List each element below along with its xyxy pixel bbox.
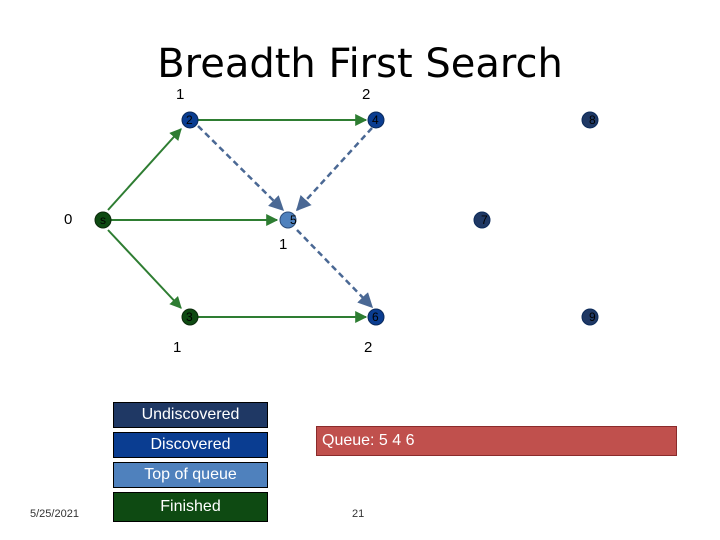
distance-label-2: 1 xyxy=(176,86,185,103)
node-6-label: 6 xyxy=(372,310,379,324)
node-2-label: 2 xyxy=(186,113,193,127)
node-6-circle xyxy=(367,308,385,326)
node-2-circle xyxy=(181,111,199,129)
graph-edge-5-6 xyxy=(296,229,374,309)
node-4: 4 xyxy=(367,111,385,129)
node-3-label: 3 xyxy=(186,310,193,324)
node-3: 3 xyxy=(181,308,199,326)
node-2: 2 xyxy=(181,111,199,129)
node-9: 9 xyxy=(581,308,599,326)
legend-finished: Finished xyxy=(113,492,268,522)
node-7-label: 7 xyxy=(481,213,488,227)
graph-edge-2-5 xyxy=(197,125,285,212)
graph-edge-4-5 xyxy=(295,127,373,212)
node-9-label: 9 xyxy=(589,310,596,324)
distance-label-4: 2 xyxy=(362,86,371,103)
node-5-circle xyxy=(279,211,297,229)
node-8: 8 xyxy=(581,111,599,129)
node-s-label: s xyxy=(100,213,106,227)
slide-number: 21 xyxy=(352,508,365,520)
distance-label-3: 1 xyxy=(173,339,182,356)
node-4-label: 4 xyxy=(372,113,379,127)
legend-discovered: Discovered xyxy=(113,432,268,458)
tree-edge-s-2 xyxy=(107,128,182,211)
queue-box: Queue: 5 4 6 xyxy=(316,426,677,456)
distance-label-5: 1 xyxy=(279,236,288,253)
node-5: 5 xyxy=(279,211,297,229)
node-s: s xyxy=(94,211,112,229)
node-8-label: 8 xyxy=(589,113,596,127)
node-7-circle xyxy=(473,211,491,229)
node-s-circle xyxy=(94,211,112,229)
node-3-circle xyxy=(181,308,199,326)
node-8-circle xyxy=(581,111,599,129)
distance-label-6: 2 xyxy=(364,339,373,356)
slide-title: Breadth First Search xyxy=(157,41,563,87)
tree-edge-s-3 xyxy=(107,229,182,309)
node-4-circle xyxy=(367,111,385,129)
node-5-label: 5 xyxy=(290,213,297,227)
node-6: 6 xyxy=(367,308,385,326)
legend-undiscovered: Undiscovered xyxy=(113,402,268,428)
slide-date: 5/25/2021 xyxy=(30,508,79,520)
distance-label-s: 0 xyxy=(64,211,73,228)
legend-top-of-queue: Top of queue xyxy=(113,462,268,488)
node-9-circle xyxy=(581,308,599,326)
node-7: 7 xyxy=(473,211,491,229)
